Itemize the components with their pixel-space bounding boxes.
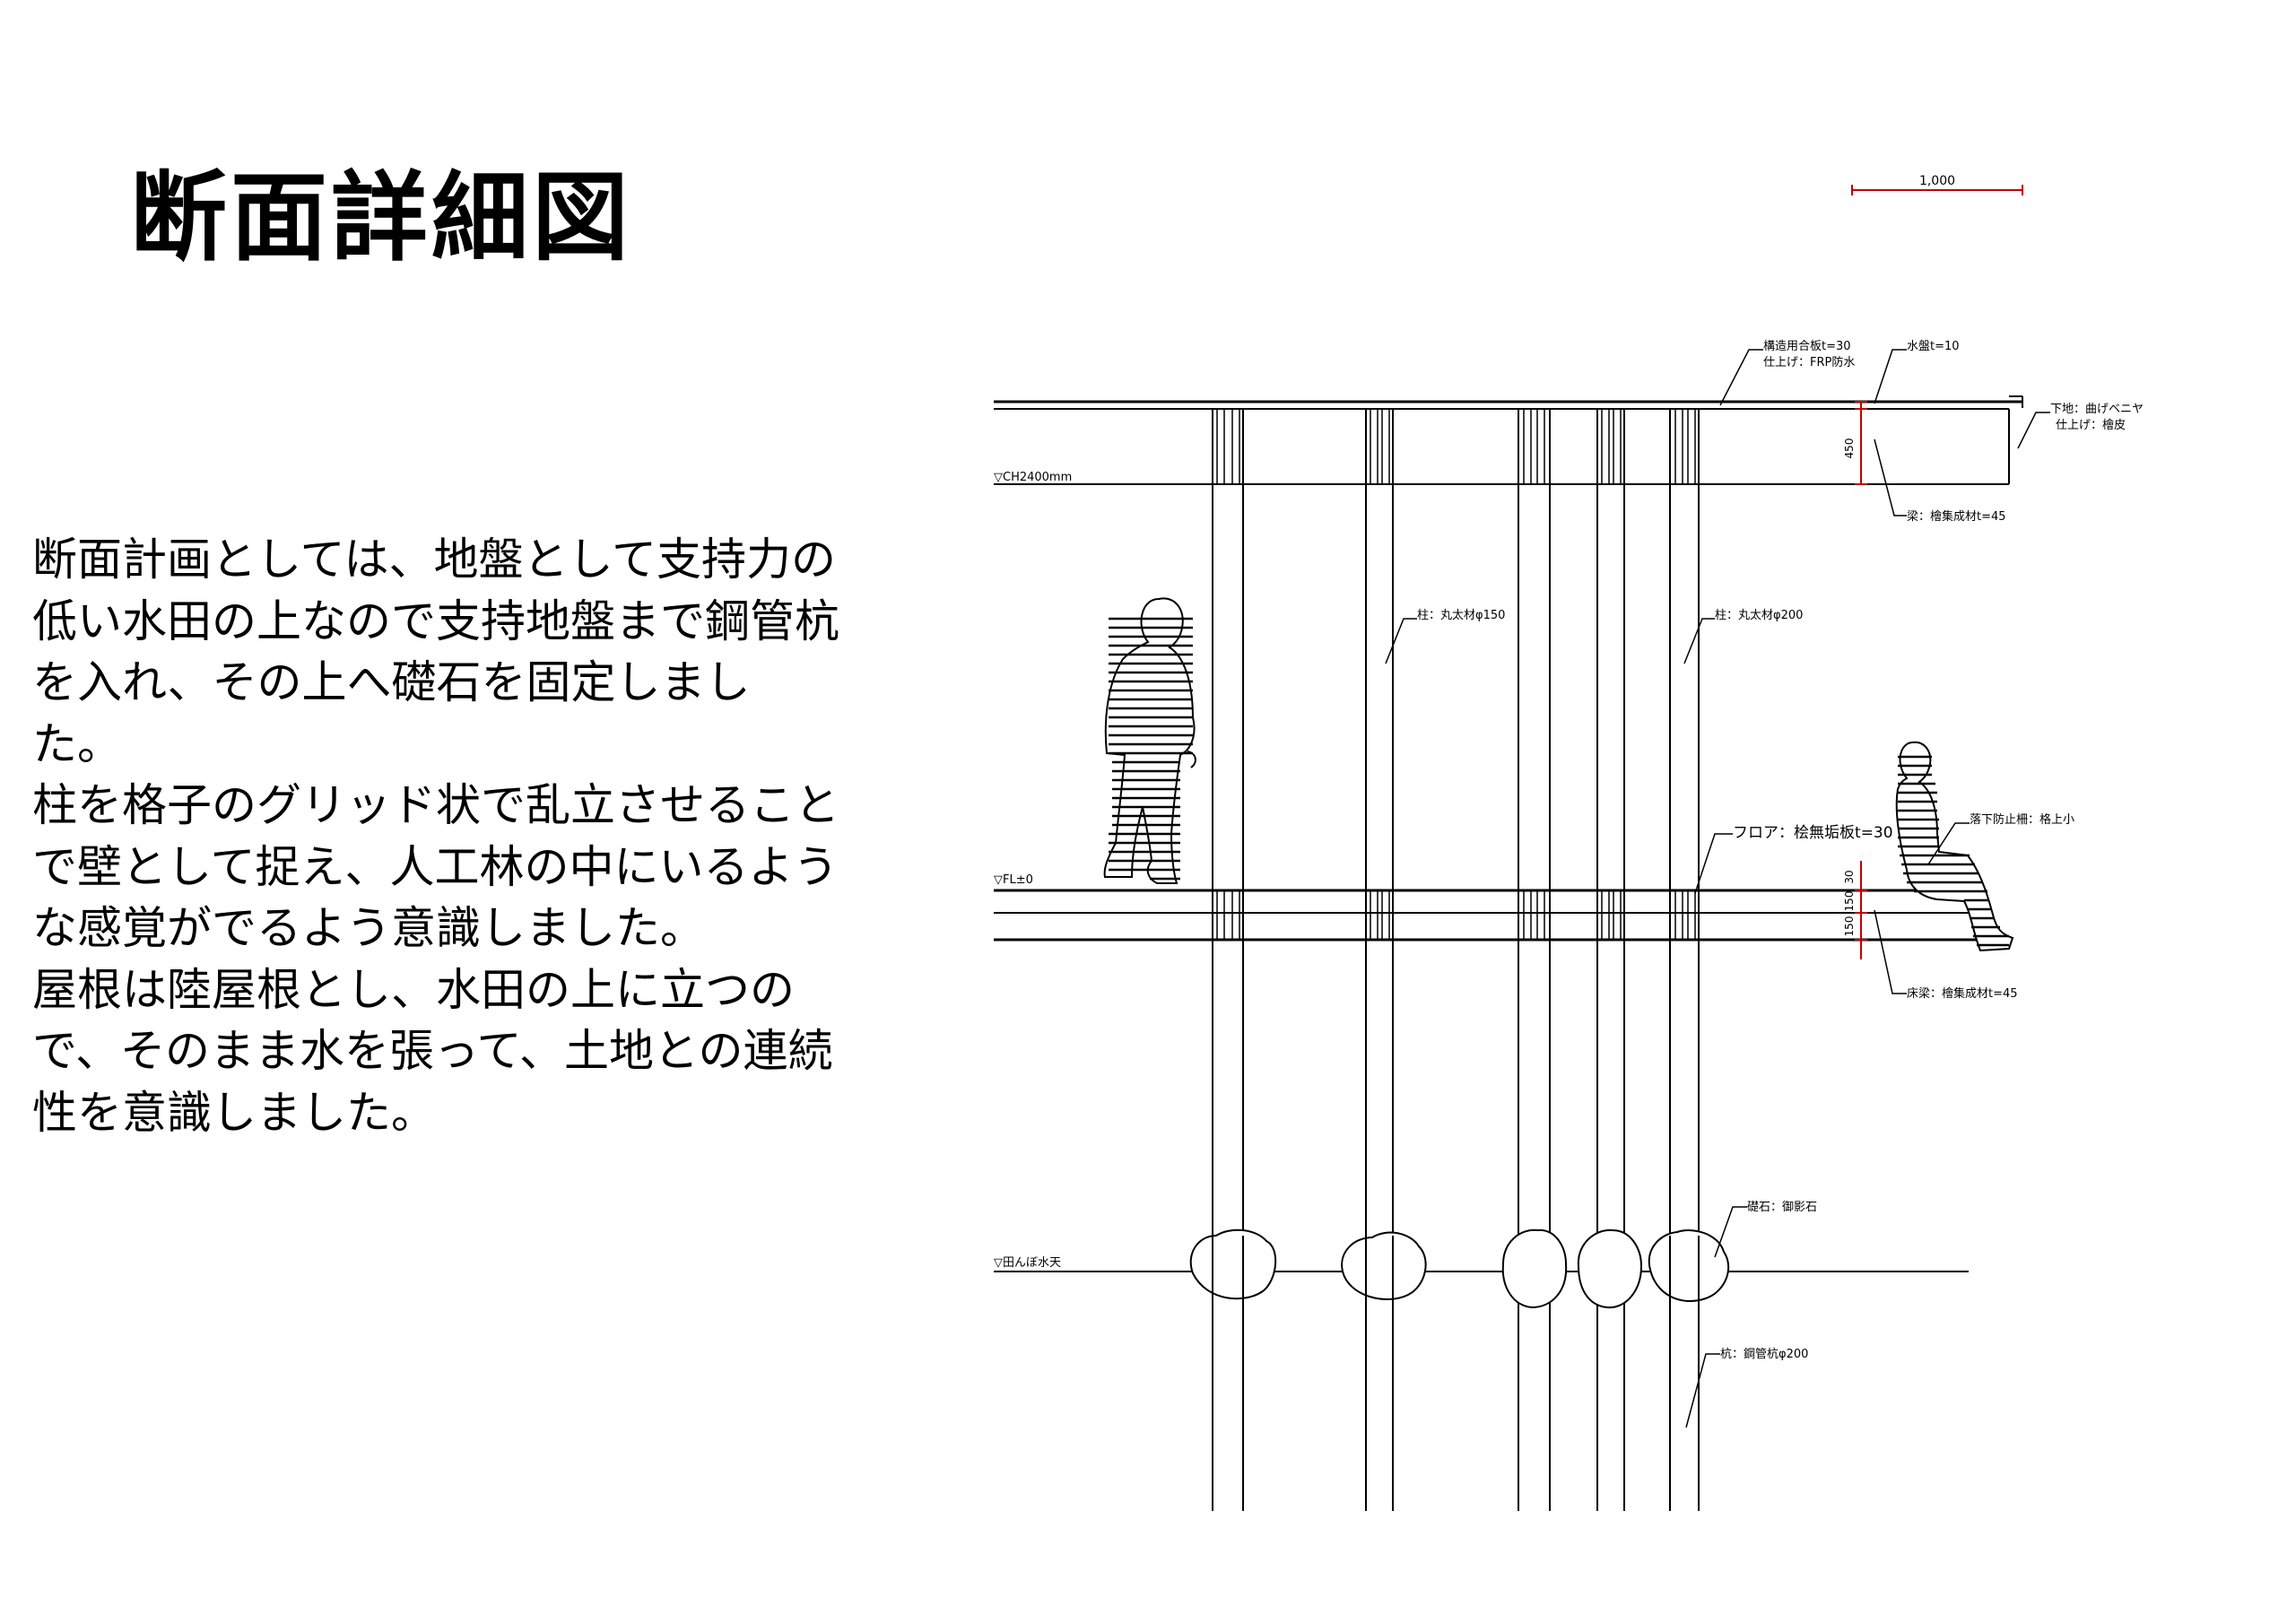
column-group <box>1212 409 1700 1511</box>
annotation-beam: 梁：檜集成材t=45 <box>1907 509 2006 524</box>
scale-bar: 1,000 <box>1851 174 2023 195</box>
description-paragraph: 柱を格子のグリッド状で乱立させることで壁として捉え、人工林の中にいるような感覚が… <box>32 779 839 954</box>
dimension-floor-150-a: 150 <box>1843 891 1856 912</box>
description-text: 断面計画としては、地盤として支持力の低い水田の上なので支持地盤まで鋼管杭を入れ、… <box>32 529 839 1143</box>
roof-slab <box>994 395 2023 485</box>
annotation-roof-panel: 構造用合板t=30 <box>1763 340 1851 353</box>
ceiling-level-label: ▽CH2400mm <box>994 471 1072 484</box>
dimension-floor-30: 30 <box>1843 870 1856 883</box>
dimension-markers <box>1855 401 1867 959</box>
foundation-stones <box>1189 1228 1730 1309</box>
dimension-floor-150-b: 150 <box>1843 916 1856 937</box>
annotation-eave-finish: 仕上げ：檜皮 <box>2056 418 2126 432</box>
dimension-beam-depth: 450 <box>1843 438 1856 459</box>
walking-person-silhouette <box>1103 597 1196 884</box>
annotation-column-200: 柱：丸太材φ200 <box>1715 609 1803 622</box>
seated-person-silhouette <box>1895 741 2014 952</box>
page-title: 断面詳細図 <box>130 162 633 274</box>
floor-level-label: ▽FL±0 <box>994 873 1033 887</box>
annotation-joist: 床梁：檜集成材t=45 <box>1907 986 2018 1001</box>
floor-slab <box>994 889 1987 942</box>
annotation-floor: フロア：桧無垢板t=30 <box>1733 824 1893 842</box>
roof-connections <box>1216 408 1696 485</box>
scale-bar-label: 1,000 <box>1919 174 1955 188</box>
annotation-water-basin: 水盤t=10 <box>1907 340 1960 353</box>
description-paragraph: 断面計画としては、地盤として支持力の低い水田の上なので支持地盤まで鋼管杭を入れ、… <box>32 534 839 770</box>
annotation-pile: 杭：鋼管杭φ200 <box>1720 1348 1808 1361</box>
description-paragraph: 屋根は陸屋根とし、水田の上に立つので、そのまま水を張って、土地との連続性を意識し… <box>32 963 833 1139</box>
column-through-stones <box>1212 1236 1700 1302</box>
annotation-column-150: 柱：丸太材φ150 <box>1417 609 1505 622</box>
paddy-level-label: ▽田んぼ水天 <box>994 1256 1061 1270</box>
annotation-roof-finish: 仕上げ：FRP防水 <box>1763 355 1855 369</box>
leader-lines <box>1385 349 2050 1428</box>
annotation-railing: 落下防止柵：格上小 <box>1970 812 2074 827</box>
annotation-eave-base: 下地：曲げベニヤ <box>2050 403 2144 416</box>
annotation-foundation-stone: 礎石：御影石 <box>1747 1201 1817 1214</box>
